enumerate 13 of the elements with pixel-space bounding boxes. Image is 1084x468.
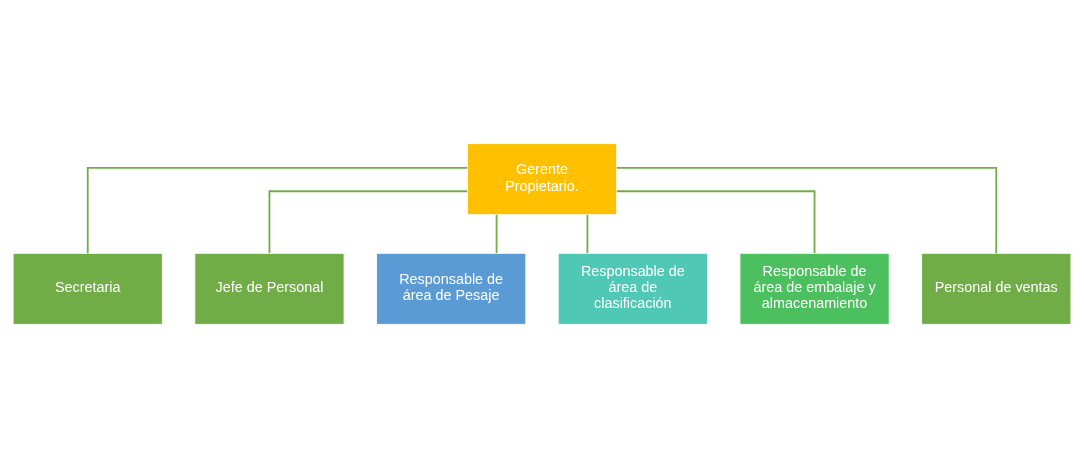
node-box: Jefe de Personal	[194, 252, 345, 325]
node-box: Gerente Propietario.	[466, 143, 618, 216]
connector	[586, 213, 589, 254]
connector	[615, 190, 816, 254]
node-box: Responsable de área de clasificación	[557, 252, 708, 325]
connector	[86, 167, 469, 255]
node-box: Responsable de área de embalaje y almacenamiento	[739, 252, 890, 325]
connector	[615, 167, 998, 255]
node-box: Secretaria	[12, 252, 163, 325]
node-box: Responsable de área de Pesaje	[376, 252, 527, 325]
connector	[268, 190, 469, 254]
connector	[495, 213, 498, 254]
node-box: Personal de ventas	[921, 252, 1072, 325]
